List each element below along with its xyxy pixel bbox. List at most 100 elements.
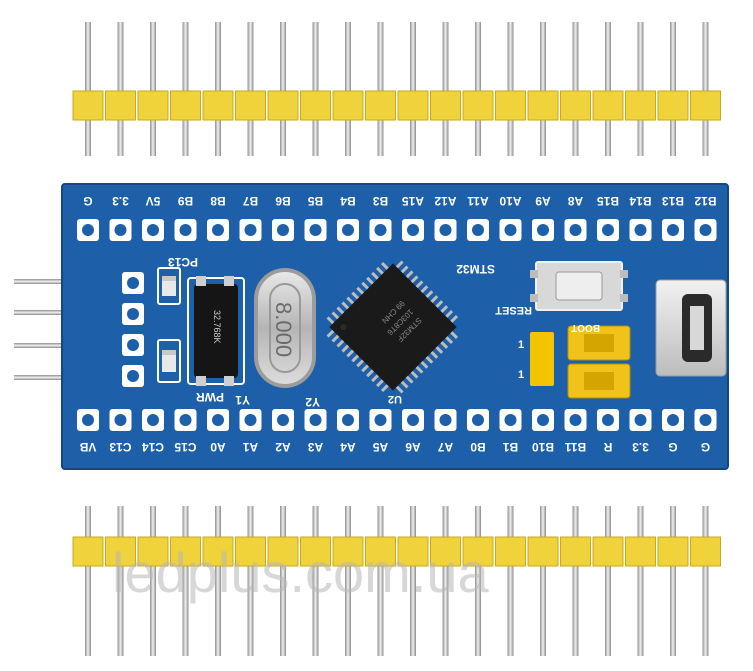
- top-pad: [694, 219, 717, 241]
- bottom-header-pin: [235, 506, 266, 656]
- mcu-leg: [435, 300, 444, 308]
- bottom-pad: [662, 409, 684, 431]
- top-header-pin: [267, 22, 299, 156]
- mcu-leg: [420, 285, 429, 294]
- top-header-pin: [332, 22, 364, 156]
- bottom-header-pin: [170, 506, 201, 656]
- bottom-pad: [629, 409, 652, 431]
- bottom-header-pin: [495, 506, 526, 656]
- mcu-chip: [326, 260, 459, 394]
- bottom-header-pin: [430, 506, 461, 656]
- top-pad: [597, 219, 619, 241]
- mcu-leg: [440, 341, 449, 349]
- top-pin-label: A12: [434, 194, 456, 208]
- top-pin-label: B3: [373, 194, 389, 208]
- bottom-pad: [272, 409, 294, 431]
- bottom-pin-label: G: [668, 440, 677, 454]
- bottom-pad: [109, 409, 132, 431]
- mcu-leg: [336, 306, 345, 315]
- mcu-leg: [366, 369, 374, 378]
- bottom-header-pin: [137, 506, 169, 656]
- mcu-leg: [430, 351, 439, 359]
- top-pin-label: B6: [275, 194, 291, 208]
- bottom-pin-label: 3.3: [632, 440, 649, 454]
- top-header-pin: [625, 22, 656, 156]
- boot-label: BOOT: [571, 322, 600, 333]
- mcu-leg: [346, 349, 355, 358]
- bottom-header-pin: [690, 506, 721, 656]
- mcu-leg: [410, 370, 419, 379]
- mcu-leg: [430, 295, 439, 303]
- top-pad: [629, 219, 652, 241]
- top-pad: [662, 219, 684, 241]
- mcu-leg: [405, 270, 414, 279]
- top-pad: [77, 219, 99, 241]
- mcu-leg: [326, 316, 335, 325]
- top-pad: [337, 219, 359, 241]
- mcu-leg: [361, 281, 369, 290]
- top-pin-label: B12: [694, 194, 716, 208]
- pc13-label: PC13: [168, 255, 198, 269]
- top-header-pin: [657, 22, 689, 156]
- top-pad: [142, 219, 164, 241]
- top-pad: [174, 219, 197, 241]
- u2-label: U2: [388, 393, 402, 405]
- bottom-header-pin: [657, 506, 689, 656]
- top-pin-label: 3.3: [112, 194, 129, 208]
- mcu-leg: [395, 385, 404, 394]
- boot-jumpers: [530, 325, 631, 399]
- top-header-pin: [137, 22, 169, 156]
- pc13-led: [157, 267, 181, 305]
- bottom-pin-label: G: [701, 440, 710, 454]
- top-pin-label: A10: [499, 194, 521, 208]
- top-pin-label: B14: [629, 194, 651, 208]
- pwr-led: [157, 339, 181, 383]
- mcu-leg: [341, 344, 350, 353]
- bottom-header-pin: [332, 506, 364, 656]
- mcu-leg: [445, 336, 454, 344]
- bottom-pin-label: C15: [174, 440, 196, 454]
- bottom-pin-label: A1: [243, 440, 259, 454]
- top-pin-label: A15: [402, 194, 424, 208]
- bottom-pin-label: A2: [275, 440, 291, 454]
- mcu-leg: [425, 290, 434, 299]
- mcu-leg: [450, 314, 459, 323]
- top-pin-label: A8: [568, 194, 584, 208]
- side-pads: [122, 272, 144, 387]
- top-pad: [109, 219, 132, 241]
- bottom-pin-label: VB: [79, 440, 96, 454]
- top-pin-label: B8: [210, 194, 226, 208]
- top-header-pin: [235, 22, 266, 156]
- top-pin-label: G: [83, 194, 92, 208]
- bottom-pin-label: C13: [109, 440, 131, 454]
- top-pad: [434, 219, 457, 241]
- bottom-pin-label: A3: [308, 440, 324, 454]
- bottom-pad: [694, 409, 717, 431]
- bottom-pin-label: A6: [405, 440, 421, 454]
- bottom-pin-header: [72, 506, 721, 656]
- bottom-pad: [532, 409, 554, 431]
- bottom-pad: [142, 409, 164, 431]
- bottom-pin-label: B0: [470, 440, 486, 454]
- bottom-pad: [304, 409, 327, 431]
- bottom-header-pin: [527, 506, 559, 656]
- bottom-header-pin: [560, 506, 591, 656]
- top-pad: [207, 219, 229, 241]
- bottom-header-pin: [300, 506, 331, 656]
- mcu-leg: [415, 280, 424, 289]
- bottom-pin-label: B11: [565, 440, 587, 454]
- top-header-pin: [105, 22, 136, 156]
- y1-label: Y1: [235, 393, 250, 407]
- top-pads: [77, 219, 717, 241]
- top-pad: [369, 219, 392, 241]
- mcu-leg: [450, 331, 459, 340]
- top-header-pin: [397, 22, 429, 156]
- top-pin-label: B15: [597, 194, 619, 208]
- top-header-pin: [170, 22, 201, 156]
- mcu-leg: [435, 346, 444, 354]
- mcu-leg: [351, 291, 360, 300]
- mcu-leg: [376, 379, 384, 388]
- main-crystal: [254, 268, 316, 388]
- mcu-leg: [415, 365, 424, 374]
